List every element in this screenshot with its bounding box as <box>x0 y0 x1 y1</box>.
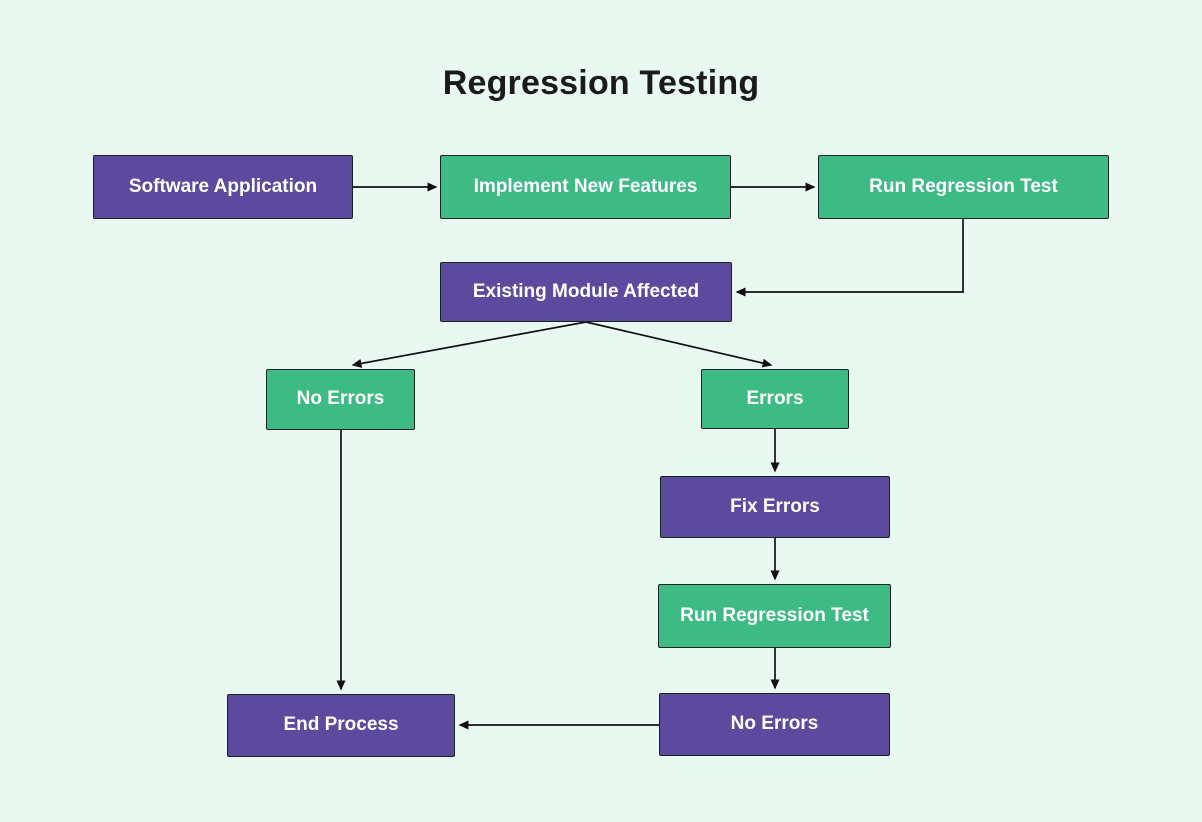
edge-existing-to-errors <box>585 321 773 368</box>
node-fix-errors: Fix Errors <box>660 476 890 538</box>
node-errors: Errors <box>701 369 849 429</box>
node-run-regression-test-top: Run Regression Test <box>818 155 1109 219</box>
node-label: Software Application <box>128 175 318 197</box>
node-label: Run Regression Test <box>869 175 1058 197</box>
edge-runtest-to-existing <box>735 219 964 297</box>
node-label: End Process <box>283 714 399 736</box>
node-existing-module-affected: Existing Module Affected <box>440 262 732 322</box>
node-label: No Errors <box>296 388 385 410</box>
node-no-errors-left: No Errors <box>266 369 415 430</box>
node-end-process: End Process <box>227 694 455 757</box>
diagram-title: Regression Testing <box>442 64 760 102</box>
node-implement-new-features: Implement New Features <box>440 155 731 219</box>
node-label: Existing Module Affected <box>472 280 700 302</box>
node-label: Run Regression Test <box>680 604 869 626</box>
node-label: No Errors <box>730 713 819 735</box>
node-label: Implement New Features <box>473 175 698 197</box>
node-label: Errors <box>746 387 804 409</box>
node-software-application: Software Application <box>93 155 353 219</box>
node-label: Fix Errors <box>730 495 820 517</box>
node-run-regression-test-bottom: Run Regression Test <box>658 584 891 648</box>
node-no-errors-bottom: No Errors <box>659 693 890 756</box>
edge-existing-to-noerrors <box>351 321 587 368</box>
